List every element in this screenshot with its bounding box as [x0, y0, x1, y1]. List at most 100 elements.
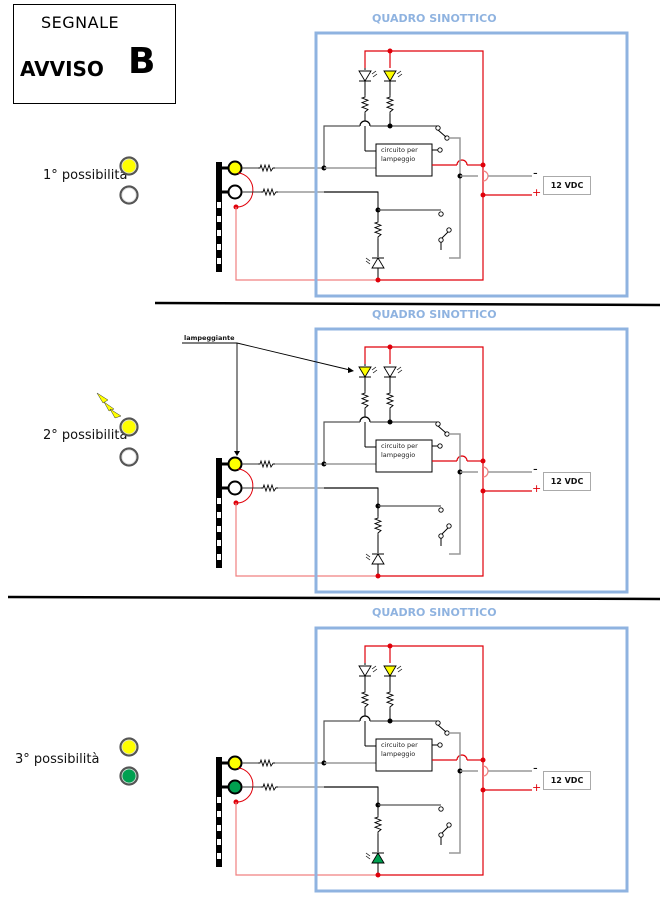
switch-contact	[437, 147, 443, 153]
wire	[449, 732, 461, 854]
led-body	[383, 70, 397, 82]
section-3-label: 3° possibilità	[15, 752, 100, 767]
wire-crossover	[359, 715, 371, 722]
signal-lamp-bottom	[227, 184, 243, 200]
led-body	[371, 553, 385, 565]
resistor-icon	[360, 391, 370, 410]
switch-contact	[438, 211, 444, 217]
minus-terminal: -	[533, 761, 538, 776]
signal-title-letter: B	[128, 41, 156, 82]
led-body	[383, 366, 397, 378]
led-ray	[396, 366, 402, 371]
mast-stripe	[217, 526, 221, 532]
led-ray	[365, 257, 371, 262]
arrowhead-icon	[234, 451, 240, 456]
wire	[323, 421, 360, 464]
wire-crossover	[482, 466, 489, 478]
switch-contact	[446, 822, 452, 828]
mast-stripe	[217, 230, 221, 236]
wire	[449, 433, 461, 555]
wire-crossover	[456, 159, 468, 166]
led-ray	[397, 668, 403, 673]
signal-lamp-top	[227, 160, 243, 176]
mast-stripe	[217, 797, 221, 803]
return-wire	[235, 802, 378, 876]
switch-contact	[446, 523, 452, 529]
panel-title-2: QUADRO SINOTTICO	[372, 308, 497, 321]
section-2-label: 2° possibilità	[43, 428, 128, 443]
ray	[103, 401, 115, 412]
led-ray	[372, 369, 378, 374]
junction-dot	[387, 419, 393, 425]
wire-crossover	[482, 765, 489, 777]
section-1	[119, 31, 629, 298]
signal-lamp-top	[227, 456, 243, 472]
wire	[449, 137, 461, 259]
section-divider	[154, 301, 661, 307]
resistor-icon	[373, 516, 383, 535]
switch-contact	[438, 507, 444, 513]
switch-contact	[438, 832, 444, 838]
led-icon	[383, 366, 403, 378]
switch-contact	[435, 720, 441, 726]
ray	[109, 408, 122, 419]
arrowhead-icon	[348, 367, 354, 373]
resistor-icon	[360, 95, 370, 114]
power-rail	[364, 645, 484, 876]
led-icon	[383, 70, 403, 82]
ray	[96, 392, 109, 404]
mast-stripe	[217, 554, 221, 560]
panel-title-3: QUADRO SINOTTICO	[372, 606, 497, 619]
switch-lever	[437, 425, 447, 434]
legend-lamp-top	[119, 737, 139, 757]
resistor-icon	[385, 690, 395, 709]
common-return-arc	[235, 172, 254, 208]
synoptic-panel-frame	[314, 626, 629, 893]
return-wire	[235, 503, 378, 577]
mast-stripe	[217, 512, 221, 518]
mast-stripe	[217, 540, 221, 546]
mast-stripe	[217, 498, 221, 504]
synoptic-panel-frame	[314, 327, 629, 594]
resistor-icon	[258, 163, 275, 173]
led-ray	[397, 369, 403, 374]
switch-contact	[437, 443, 443, 449]
panel-title-1: QUADRO SINOTTICO	[372, 12, 497, 25]
led-icon	[365, 553, 385, 565]
minus-terminal: -	[533, 166, 538, 181]
flasher-circuit-box	[375, 143, 433, 177]
return-wire	[235, 207, 378, 281]
led-ray	[365, 553, 371, 558]
flasher-label-line1: circuito per	[381, 741, 418, 749]
resistor-icon	[373, 815, 383, 834]
power-rail	[364, 50, 484, 281]
common-return-arc	[235, 767, 254, 803]
led-ray	[365, 852, 371, 857]
flasher-label-line2: lampeggio	[381, 451, 416, 459]
switch-contact	[446, 227, 452, 233]
flashing-annotation: lampeggiante	[184, 334, 235, 342]
plus-terminal: +	[532, 781, 542, 794]
resistor-icon	[258, 459, 275, 469]
wire-crossover	[456, 754, 468, 761]
legend-lamp-bottom	[119, 447, 139, 467]
flasher-label-line2: lampeggio	[381, 750, 416, 758]
flashing-rays-icon	[96, 392, 122, 419]
switch-lever	[441, 527, 449, 535]
plus-terminal: +	[532, 186, 542, 199]
switch-lever	[441, 826, 449, 834]
power-supply-label: 12 VDC	[543, 472, 591, 491]
resistor-icon	[261, 187, 278, 197]
flasher-circuit-box	[375, 439, 433, 473]
legend-lamp-bottom-ring	[121, 449, 137, 465]
section-2	[96, 327, 629, 594]
mast-stripe	[217, 853, 221, 859]
signal-lamp-bottom	[227, 480, 243, 496]
led-body	[371, 852, 385, 864]
legend-lamp-bottom-ring	[121, 187, 137, 203]
led-icon	[365, 852, 385, 864]
legend-lamp-top-ring	[121, 739, 137, 755]
led-ray	[365, 855, 371, 860]
junction-dot	[387, 123, 393, 129]
